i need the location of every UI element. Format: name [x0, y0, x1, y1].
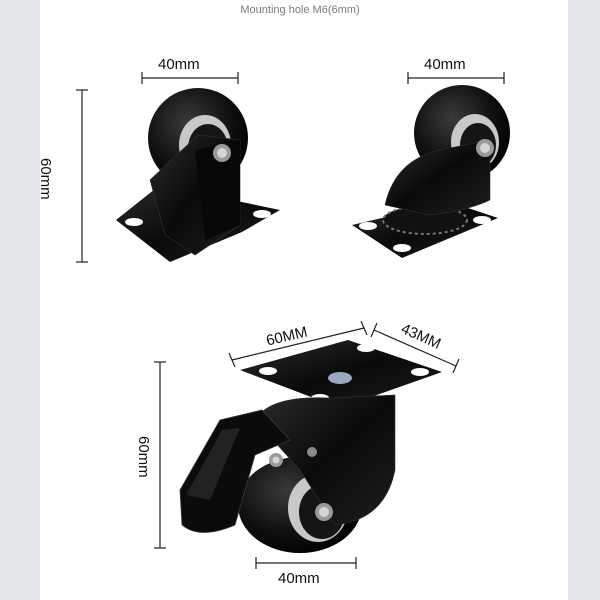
fixed-caster-width-label: 40mm	[158, 56, 200, 73]
swivel-caster-image	[352, 72, 510, 258]
braked-caster-width-label: 40mm	[278, 570, 320, 587]
right-margin	[568, 0, 600, 600]
braked-caster-height-label: 60mm	[135, 436, 152, 478]
swivel-caster-width-label: 40mm	[424, 56, 466, 73]
left-margin	[0, 0, 40, 600]
braked-caster-image	[154, 320, 460, 569]
fixed-caster-height-label: 60mm	[37, 158, 54, 200]
mounting-hole-caption: Mounting hole M6(6mm)	[240, 4, 360, 16]
fixed-caster-image	[76, 72, 280, 263]
